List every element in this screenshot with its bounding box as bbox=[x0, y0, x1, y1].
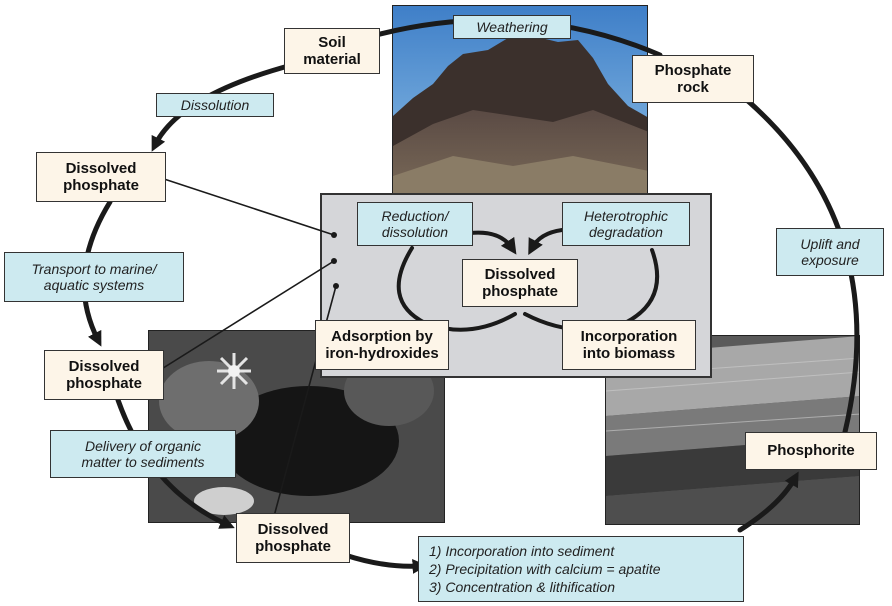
heterotrophic-label: Heterotrophic degradation bbox=[562, 202, 690, 246]
soil-material-node: Soil material bbox=[284, 28, 380, 74]
dissolution-label: Dissolution bbox=[156, 93, 274, 117]
delivery-label: Delivery of organic matter to sediments bbox=[50, 430, 236, 478]
arrow-heterotrophic bbox=[528, 228, 564, 256]
connector-mid bbox=[159, 260, 335, 371]
arrow-to-sediment bbox=[342, 552, 428, 574]
dissolved-phosphate-bottom-node: Dissolved phosphate bbox=[236, 513, 350, 563]
uplift-label: Uplift and exposure bbox=[776, 228, 884, 276]
adsorption-node: Adsorption by iron-hydroxides bbox=[315, 320, 449, 370]
arrow-to-phosphorite bbox=[737, 471, 799, 533]
dissolved-phosphate-center-node: Dissolved phosphate bbox=[462, 259, 578, 307]
reduction-label: Reduction/ dissolution bbox=[357, 202, 473, 246]
incorporation-biomass-node: Incorporation into biomass bbox=[562, 320, 696, 370]
dissolved-phosphate-mid-node: Dissolved phosphate bbox=[44, 350, 164, 400]
dissolved-phosphate-top-node: Dissolved phosphate bbox=[36, 152, 166, 202]
connector-top bbox=[157, 176, 335, 236]
sediment-steps-label: 1) Incorporation into sediment 2) Precip… bbox=[418, 536, 744, 602]
transport-label: Transport to marine/ aquatic systems bbox=[4, 252, 184, 302]
phosphorite-node: Phosphorite bbox=[745, 432, 877, 470]
phosphate-rock-node: Phosphate rock bbox=[632, 55, 754, 103]
arrow-reduction bbox=[468, 230, 517, 255]
weathering-label: Weathering bbox=[453, 15, 571, 39]
